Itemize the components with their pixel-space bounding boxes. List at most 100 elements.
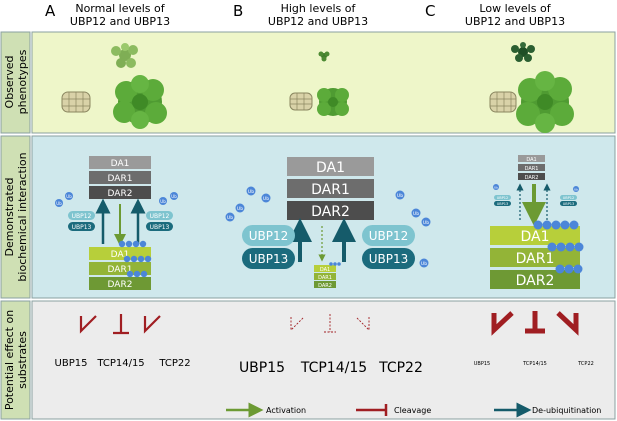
legend-activation-label: Activation <box>266 406 306 415</box>
ubp13-pill-a-left <box>68 222 95 231</box>
ub-free-a-3: Ub <box>159 197 167 205</box>
dar1-green-label-a: DAR1 <box>108 265 133 275</box>
cleavage-c-tcp22 <box>556 311 579 336</box>
ubp12-pill-a-right <box>146 211 173 220</box>
seeds-b <box>289 92 313 111</box>
ubp13-label-a-right: UBP13 <box>150 224 170 231</box>
ubp13-label-b-right: UBP13 <box>369 252 409 266</box>
svg-text:Ub: Ub <box>237 206 243 212</box>
dar1-label-c: DAR1 <box>525 166 539 172</box>
svg-text:Ub: Ub <box>494 186 498 190</box>
row-label-phenotypes-line1: Observed <box>3 56 16 109</box>
ub-free-a-1: Ub <box>55 199 63 207</box>
ub-free-a-4: Ub <box>170 192 178 200</box>
svg-text:Ub: Ub <box>413 211 419 217</box>
ub-free-b-4: Ub <box>261 193 271 203</box>
dar2-box-c <box>518 173 545 180</box>
svg-text:Ub: Ub <box>66 194 72 199</box>
ubp12-pill-b-right <box>362 225 415 246</box>
dar1-box-c <box>518 164 545 171</box>
legend-deubiquitination-label: De-ubiquitination <box>532 406 601 415</box>
column-title-b-line1: High levels of <box>281 2 357 15</box>
cleavage-c-tcp1415 <box>525 311 545 334</box>
interaction-a: DA1 DAR1 DAR2 UBP12 UBP13 UBP12 UBP13 DA… <box>55 156 178 290</box>
da1-label-c: DA1 <box>526 157 536 163</box>
ub-free-c-1: Ub <box>493 184 499 190</box>
column-title-a-line2: UBP12 and UBP13 <box>70 15 170 28</box>
substrate-b-tcp1415: TCP14/15 <box>300 360 367 376</box>
column-title-c-line1: Low levels of <box>479 2 551 15</box>
svg-text:Ub: Ub <box>263 196 269 202</box>
dar2-green-label-b: DAR2 <box>318 283 332 289</box>
ub-free-b-2: Ub <box>235 203 245 213</box>
ub-free-b-6: Ub <box>411 208 421 218</box>
substrate-a-tcp22: TCP22 <box>158 358 190 369</box>
rosette-c <box>516 71 574 133</box>
column-title-b-line2: UBP12 and UBP13 <box>268 15 368 28</box>
cleavage-a-ubp15 <box>79 315 97 334</box>
dar2-label-c: DAR2 <box>525 175 539 181</box>
interaction-c: DA1 DAR1 DAR2 UBP12 UBP13 UBP12 UBP13 DA… <box>490 155 584 289</box>
dar1-label-b: DAR1 <box>311 182 350 198</box>
seedling-c <box>511 42 535 62</box>
column-header-a: A Normal levels of UBP12 and UBP13 <box>45 2 170 28</box>
ubp12-pill-a-left <box>68 211 95 220</box>
cleavage-c-ubp15 <box>491 311 514 336</box>
svg-text:Ub: Ub <box>248 189 254 195</box>
ubp12-pill-c-left <box>494 195 511 200</box>
ubp12-label-b-right: UBP12 <box>369 229 409 243</box>
da1-label-a: DA1 <box>111 159 130 169</box>
svg-text:Ub: Ub <box>421 261 427 267</box>
ub-free-b-7: Ub <box>421 217 431 227</box>
seeds-c <box>489 91 517 113</box>
seeds-a <box>61 91 91 113</box>
dar2-green-label-c: DAR2 <box>516 273 555 289</box>
ubp13-label-c-right: UBP13 <box>563 202 575 206</box>
ubp13-pill-b-left <box>242 248 295 269</box>
ub-free-a-2: Ub <box>65 192 73 200</box>
seedling-a <box>111 43 138 68</box>
column-letter-c: C <box>425 2 435 20</box>
column-title-a-line1: Normal levels of <box>75 2 165 15</box>
rosette-b <box>317 88 349 116</box>
substrate-a-ubp15: UBP15 <box>55 358 88 369</box>
row-label-biochemical-line2: biochemical interaction <box>16 152 29 281</box>
rosette-a <box>113 75 167 129</box>
substrate-c-tcp22: TCP22 <box>577 361 594 367</box>
svg-text:Ub: Ub <box>56 201 62 206</box>
dar2-box-a <box>89 186 151 199</box>
substrate-b-ubp15: UBP15 <box>239 360 285 376</box>
column-title-c-line2: UBP12 and UBP13 <box>465 15 565 28</box>
cleavage-b-ubp15 <box>290 316 305 332</box>
dar2-green-label-a: DAR2 <box>108 280 133 290</box>
row-label-substrates: Potential effect on substrates <box>3 310 29 410</box>
row-label-biochemical: Demonstrated biochemical interaction <box>3 152 29 281</box>
da1-green-box-c <box>490 226 580 245</box>
ubp12-label-a-left: UBP12 <box>72 213 92 220</box>
ubp13-label-a-left: UBP13 <box>72 224 92 231</box>
svg-text:Ub: Ub <box>171 194 177 199</box>
column-header-b: B High levels of UBP12 and UBP13 <box>233 2 368 28</box>
dar2-label-b: DAR2 <box>311 204 350 220</box>
substrate-b-tcp22: TCP22 <box>378 360 423 376</box>
da1-green-box-b <box>314 265 336 272</box>
legend-cleavage-icon <box>356 404 388 416</box>
ubp12-label-c-left: UBP12 <box>497 196 509 200</box>
ubp12-pill-c-right <box>560 195 577 200</box>
ubp12-label-a-right: UBP12 <box>150 213 170 220</box>
cleavage-symbols-b <box>290 314 370 333</box>
ubp12-label-b-left: UBP12 <box>249 229 289 243</box>
cleavage-symbols-a <box>79 314 161 335</box>
svg-text:Ub: Ub <box>160 199 166 204</box>
row-label-substrates-line2: substrates <box>16 331 29 389</box>
substrate-a-tcp1415: TCP14/15 <box>96 358 144 369</box>
row-substrates-bg <box>31 300 616 420</box>
ubp12-label-c-right: UBP12 <box>563 196 575 200</box>
da1-box-a <box>89 156 151 169</box>
substrate-c-tcp1415: TCP14/15 <box>522 361 547 367</box>
dar1-label-a: DAR1 <box>108 174 133 184</box>
svg-text:Ub: Ub <box>227 215 233 221</box>
da1-box-c <box>518 155 545 162</box>
seedling-b <box>318 51 330 62</box>
